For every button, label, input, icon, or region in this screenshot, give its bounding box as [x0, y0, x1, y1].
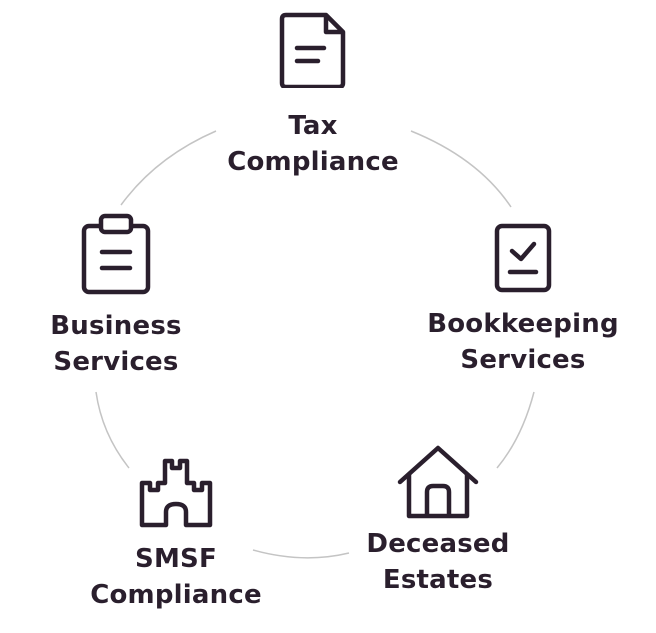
service-label-line1: Deceased [366, 529, 510, 559]
service-label: Tax Compliance [227, 108, 399, 180]
house-icon [397, 445, 479, 519]
connector-arc-bookkeeping-estates [496, 391, 535, 469]
service-node-bookkeeping-services: Bookkeeping Services [418, 222, 628, 378]
service-label-line1: SMSF [135, 544, 217, 574]
service-label-line2: Estates [382, 565, 494, 595]
connector-arc-estates-smsf [252, 549, 350, 559]
clipboard-icon [81, 213, 151, 295]
document-icon [279, 12, 346, 88]
service-label-line2: Compliance [90, 580, 262, 610]
service-label: SMSF Compliance [90, 541, 262, 613]
connector-arc-tax-bookkeeping [410, 130, 512, 208]
service-label-line2: Services [460, 345, 586, 375]
service-label: Business Services [50, 308, 181, 380]
connector-arc-business-tax [120, 130, 217, 206]
castle-icon [139, 458, 213, 528]
service-label-line1: Tax [288, 111, 338, 141]
service-label-line2: Services [53, 347, 179, 377]
service-label: Bookkeeping Services [427, 306, 619, 378]
service-node-tax-compliance: Tax Compliance [213, 12, 413, 180]
service-label-line1: Business [50, 311, 182, 341]
service-node-business-services: Business Services [16, 212, 216, 380]
service-label-line1: Bookkeeping [427, 309, 619, 339]
service-node-smsf-compliance: SMSF Compliance [76, 457, 276, 613]
service-label-line2: Compliance [227, 147, 399, 177]
connector-arc-smsf-business [95, 391, 130, 469]
checklist-icon [494, 223, 552, 293]
service-label: Deceased Estates [366, 526, 509, 598]
service-node-deceased-estates: Deceased Estates [343, 444, 533, 598]
